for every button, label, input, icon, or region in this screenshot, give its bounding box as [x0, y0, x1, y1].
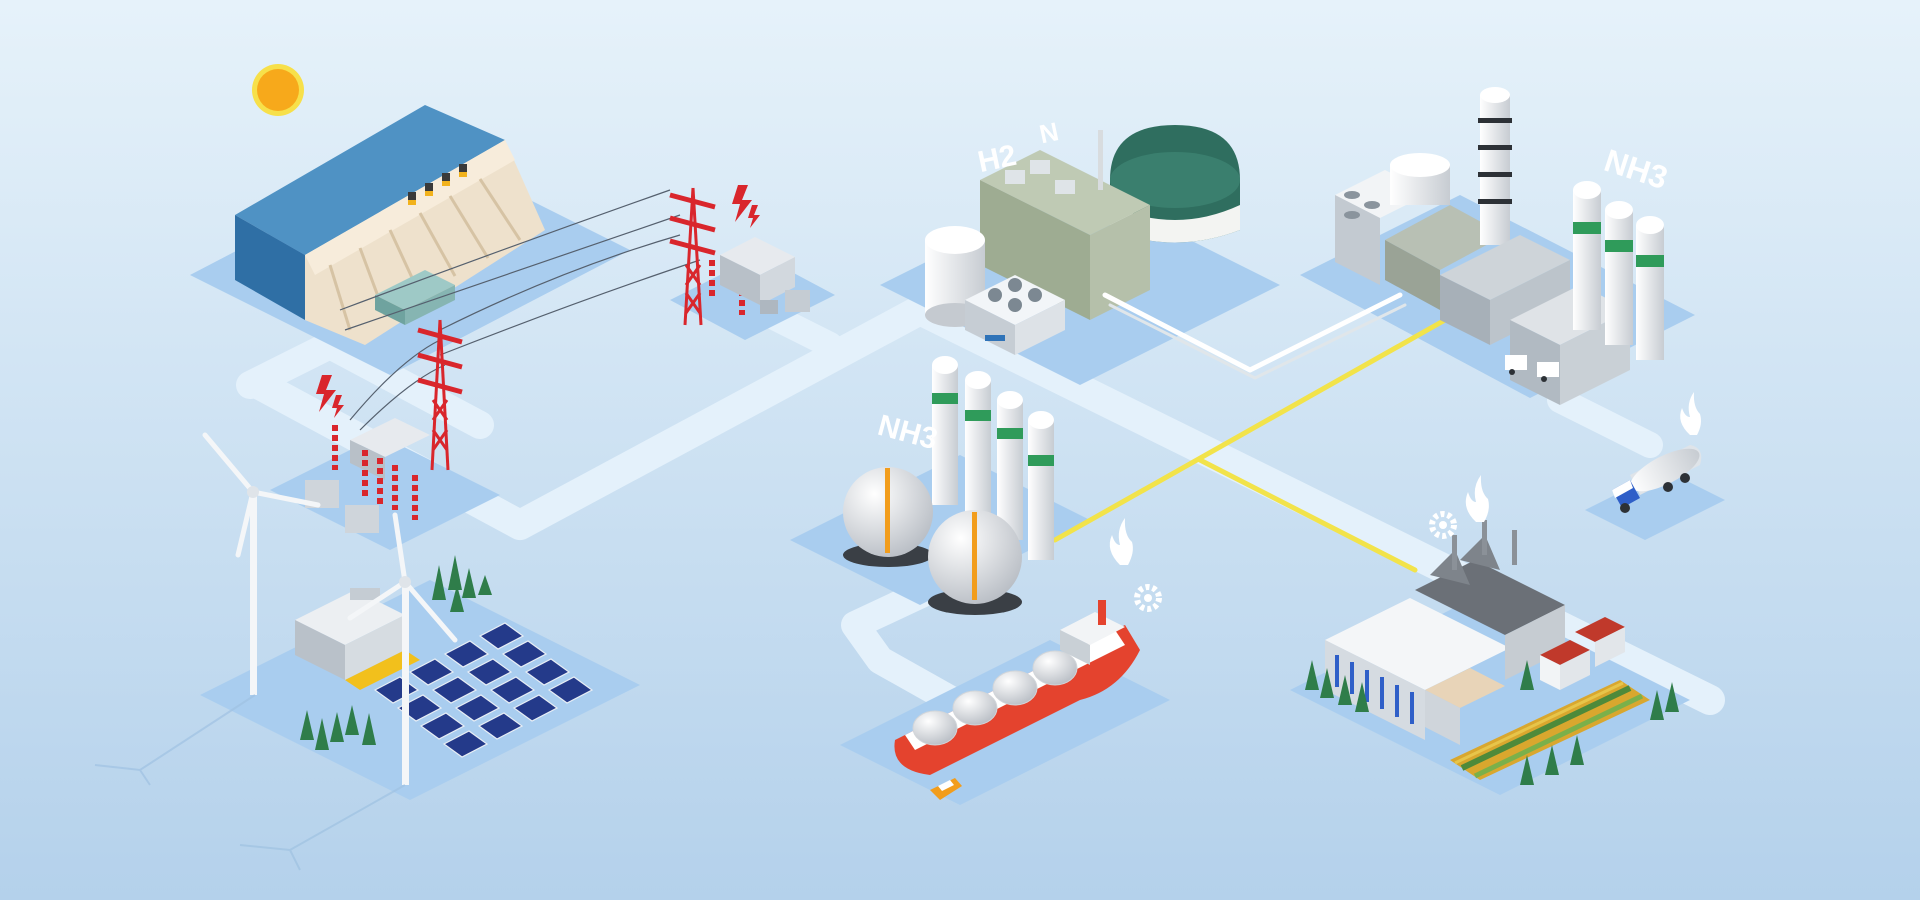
ammonia-column [1028, 411, 1054, 560]
lightning-icon [316, 375, 344, 418]
gear-icon [1134, 584, 1162, 612]
tanker-truck [1612, 445, 1702, 513]
crop-field [1450, 680, 1650, 780]
lng-carrier-ship [894, 600, 1140, 800]
flame-icon [1465, 475, 1489, 522]
hydrogen-plant: H2 N [925, 116, 1240, 355]
ammonia-column [932, 356, 958, 505]
substation-top [720, 237, 810, 314]
platform-truck [1585, 470, 1725, 540]
road-branch-truck [1547, 387, 1663, 458]
reservoir-front [235, 215, 305, 320]
road-branch-ship [841, 576, 974, 719]
gas-pipe [1102, 292, 1403, 373]
flame-icon [1680, 392, 1701, 435]
pipelines [1052, 292, 1448, 573]
ship-bridge [1060, 612, 1125, 645]
substation-left [305, 418, 430, 533]
spherical-tank [928, 510, 1022, 615]
ammonia-column [965, 371, 991, 520]
reservoir-top [235, 105, 505, 255]
lightning-icon [732, 185, 760, 228]
barn [1540, 617, 1625, 690]
wind-turbine [202, 432, 321, 695]
factory-annex [1425, 668, 1505, 708]
turbine-shadows [94, 694, 406, 871]
distillation-column [1478, 87, 1512, 245]
platform-renewables [200, 580, 640, 800]
chiller-unit [965, 275, 1065, 355]
trees [300, 555, 492, 750]
platform-substation-left [270, 435, 500, 550]
trucks [1505, 355, 1559, 382]
factory-agriculture [1305, 520, 1679, 785]
wind-turbine [347, 512, 458, 785]
label-h2: H2 [975, 139, 1019, 179]
factory-roof [1325, 598, 1510, 690]
ammonia-column [997, 391, 1023, 540]
ammonia-pipeline [1197, 457, 1418, 573]
sun-icon [252, 64, 304, 116]
hydro-dam [235, 105, 545, 345]
ammonia-storage: NH3 [843, 356, 1054, 615]
ammonia-pipeline [1052, 317, 1448, 543]
gas-pipe [1108, 303, 1407, 380]
storage-column-group [1573, 181, 1664, 360]
ammonia-main-building [1385, 205, 1505, 270]
dam-wall [305, 140, 545, 345]
powerhouse [375, 270, 455, 310]
power-lines [339, 189, 701, 431]
spherical-tank [843, 467, 933, 567]
pylon-left [417, 319, 463, 471]
ammonia-plant: NH3 [1335, 87, 1672, 405]
flame-icon [1109, 518, 1133, 565]
solar-panels [373, 622, 594, 758]
gear-icon [1429, 511, 1457, 539]
